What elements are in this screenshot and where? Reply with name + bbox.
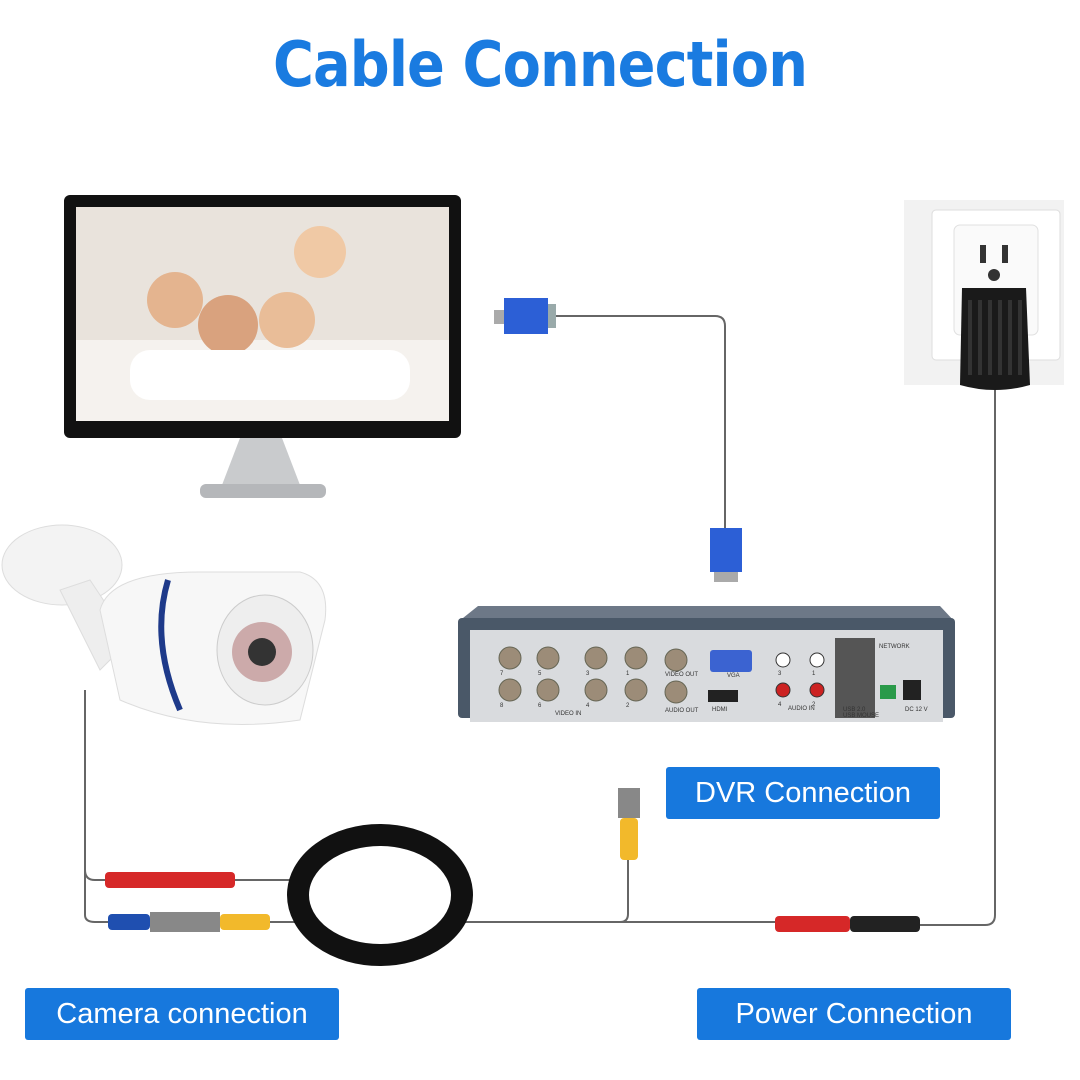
audio-in-label: AUDIO IN <box>788 706 815 712</box>
hdmi-label: HDMI <box>712 707 728 713</box>
vga-connector-top <box>494 298 556 334</box>
vga-port <box>710 650 752 672</box>
camera-connection-label: Camera connection <box>25 988 339 1040</box>
cables <box>84 315 996 926</box>
camera-video-wire <box>84 870 110 923</box>
bnc-video-in-port <box>536 646 560 670</box>
monitor <box>64 195 461 498</box>
network-usb-ports <box>835 638 875 718</box>
bnc-video-in-port <box>624 678 648 702</box>
dvr-connection-label: DVR Connection <box>666 767 940 819</box>
camera-connectors <box>105 872 270 932</box>
bnc-video-in-port <box>536 678 560 702</box>
vga-cable <box>548 315 726 530</box>
cable-coil <box>287 824 473 966</box>
power-adapter <box>960 288 1030 390</box>
bnc-video-in-port <box>584 678 608 702</box>
port-number: 3 <box>586 671 590 677</box>
audio-port-4: 4 <box>778 702 782 708</box>
dvr-bnc-connector <box>618 788 640 860</box>
output-port <box>664 680 688 704</box>
blue-plug <box>108 914 150 930</box>
port-number: 8 <box>500 703 504 709</box>
power-connectors <box>775 916 920 932</box>
power-connection-label: Power Connection <box>697 988 1011 1040</box>
port-number: 7 <box>500 671 504 677</box>
network-label: NETWORK <box>879 644 910 650</box>
bnc-video-wire <box>460 860 629 923</box>
vga-label: VGA <box>727 673 740 679</box>
port-number: 1 <box>626 671 630 677</box>
output-port <box>664 648 688 672</box>
bnc-video-in-port <box>624 646 648 670</box>
red-dc-plug <box>105 872 235 888</box>
usb-mouse-label: USB MOUSE <box>843 713 879 719</box>
bullet-camera <box>1 524 327 725</box>
usb-label: USB 2.0 <box>843 707 866 713</box>
dvr-recorder: VIDEO IN VIDEO OUT AUDIO OUT VGA HDMI AU… <box>458 606 955 722</box>
page-title: Cable Connection <box>272 28 808 101</box>
audio-port-3: 3 <box>778 671 782 677</box>
video-in-label: VIDEO IN <box>555 711 581 717</box>
hdmi-port <box>708 690 738 702</box>
audio-port-2: 2 <box>812 702 816 708</box>
port-number: 6 <box>538 703 542 709</box>
bnc-video-in-port <box>498 678 522 702</box>
bnc-video-in-port <box>498 646 522 670</box>
port-number: 2 <box>626 703 630 709</box>
port-number: 5 <box>538 671 542 677</box>
bnc-plug <box>150 912 220 932</box>
audio-out-label: AUDIO OUT <box>665 708 699 714</box>
bnc-video-in-port <box>584 646 608 670</box>
audio-port-1: 1 <box>812 671 816 677</box>
port-number: 4 <box>586 703 590 709</box>
power-cable-line <box>920 390 996 926</box>
yellow-plug <box>220 914 270 930</box>
camera-power-wire <box>84 690 110 881</box>
dc-label: DC 12 V <box>905 707 928 713</box>
video-out-label: VIDEO OUT <box>665 672 698 678</box>
vga-connector-bottom <box>710 528 742 582</box>
